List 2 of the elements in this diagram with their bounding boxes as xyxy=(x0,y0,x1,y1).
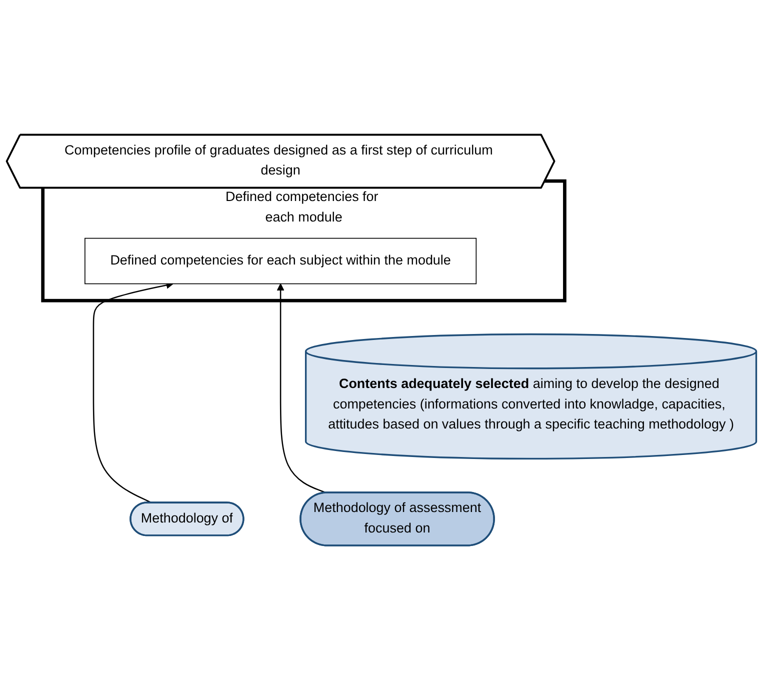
arrow xyxy=(276,284,327,494)
node-box: Defined competencies for each subject within the module xyxy=(84,238,477,285)
